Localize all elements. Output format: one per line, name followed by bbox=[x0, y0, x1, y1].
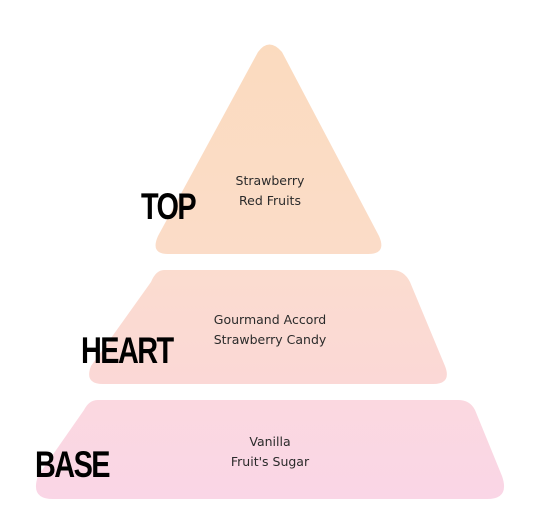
note-text: Strawberry bbox=[235, 173, 305, 188]
note-text: Strawberry Candy bbox=[213, 332, 327, 347]
note-text: Red Fruits bbox=[239, 193, 301, 208]
tier-notes-heart: Gourmand Accord Strawberry Candy bbox=[190, 310, 350, 350]
tier-label-base: BASE bbox=[35, 444, 111, 485]
tier-label-top: TOP bbox=[141, 186, 197, 227]
tier-heart-shape bbox=[89, 270, 447, 384]
tier-notes-top: Strawberry Red Fruits bbox=[200, 171, 340, 211]
note-text: Vanilla bbox=[249, 434, 291, 449]
note-text: Fruit's Sugar bbox=[230, 454, 310, 469]
tier-base-shape bbox=[35, 400, 505, 499]
note-text: Gourmand Accord bbox=[213, 312, 327, 327]
tier-label-heart: HEART bbox=[81, 330, 174, 371]
tier-notes-base: Vanilla Fruit's Sugar bbox=[200, 432, 340, 472]
tier-top-shape bbox=[155, 44, 382, 254]
